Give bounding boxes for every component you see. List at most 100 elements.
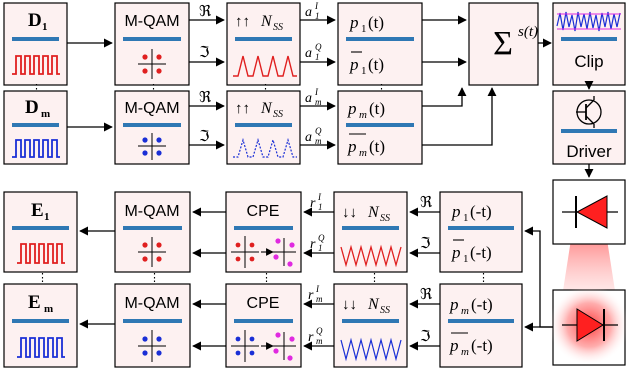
psm-bot-p: p xyxy=(347,137,357,156)
summer-sigma: Σ xyxy=(493,25,513,62)
rx-qam-m-constellation xyxy=(138,330,166,362)
a1-q-sup: Q xyxy=(315,42,322,52)
tx-qam-1-bar xyxy=(123,37,181,41)
photodiode-block xyxy=(549,285,628,366)
psm-top-arg: (t) xyxy=(369,99,385,118)
mf1-top-sub: 1 xyxy=(463,212,469,224)
sink-em-main: E xyxy=(28,292,41,313)
r1-q-base: r xyxy=(310,237,316,252)
clip-bar xyxy=(561,37,617,41)
downsampler-m-var: N xyxy=(367,296,380,313)
rx-qam-1-bar xyxy=(123,226,182,230)
downsampler-m-sub: SS xyxy=(380,305,390,316)
sink-em-sub: m xyxy=(44,303,53,315)
a1-i-sup: I xyxy=(314,1,319,11)
clip-block: Clip xyxy=(552,2,626,86)
cpe-m-constellation xyxy=(231,330,296,362)
rm-q-base: r xyxy=(308,330,314,345)
source-dm-main: D xyxy=(25,97,39,118)
psm-bot-sub: m xyxy=(359,147,367,159)
signal-label-st: s(t) xyxy=(518,24,538,40)
upsampler-m-var: N xyxy=(260,100,273,117)
rx-real-symbol-m: ℜ xyxy=(420,287,433,303)
a1-i-sub: 1 xyxy=(315,11,320,21)
upsampler-1-var: N xyxy=(260,13,273,30)
tx-qam-1-label: M-QAM xyxy=(124,13,179,30)
branch-label-r1-i: r I 1 xyxy=(310,192,323,212)
downsampler-1-arrows: ↓↓ xyxy=(342,204,357,221)
tx-qam-1-block: M-QAM xyxy=(114,2,190,86)
branch-label-rm-q: r Q m xyxy=(308,326,323,346)
upsampler-1-bar xyxy=(235,37,292,41)
tx-branch-1: D 1 M-QAM ℜ ℑ ↑↑ N SS xyxy=(3,1,467,86)
rx-qam-m-block: M-QAM xyxy=(114,283,191,368)
downsampler-1-block: ↓↓ N SS xyxy=(333,191,408,273)
downsampler-m-waveform xyxy=(340,337,402,362)
cpe-1-bar xyxy=(234,226,293,230)
psm-top-sub: m xyxy=(359,109,367,121)
driver-label: Driver xyxy=(566,142,612,161)
clip-waveform xyxy=(556,11,621,32)
ps1-top-sub: 1 xyxy=(361,23,367,35)
pulse-shaper-1-box xyxy=(337,2,423,86)
tx-qam-m-label: M-QAM xyxy=(124,100,179,117)
mf1-top-p: p xyxy=(451,202,461,221)
mfm-bot-sub: m xyxy=(461,346,469,358)
mfm-top-p: p xyxy=(449,295,459,314)
upsampler-1-waveform xyxy=(233,55,297,77)
downsampler-m-arrows: ↓↓ xyxy=(342,296,357,313)
ps1-top-arg: (t) xyxy=(368,13,384,32)
r1-q-sub: 1 xyxy=(318,243,323,253)
source-d1-block: D 1 xyxy=(3,2,68,86)
am-i-base: a xyxy=(305,91,312,106)
rx-qam-m-label: M-QAM xyxy=(124,295,179,312)
mf1-bar xyxy=(448,226,514,230)
branch-label-a1-q: a Q 1 xyxy=(305,42,322,62)
mf1-top-arg: (-t) xyxy=(470,202,492,221)
cpe-1-label: CPE xyxy=(247,203,280,220)
source-d1-main: D xyxy=(28,10,42,31)
downsampler-1-sub: SS xyxy=(380,213,390,224)
ellipsis-tx-src: ⋮ xyxy=(31,83,42,95)
driver-box xyxy=(552,90,626,165)
tx-real-symbol-1: ℜ xyxy=(199,4,212,20)
branch-label-a1-i: a I 1 xyxy=(305,1,320,21)
sink-e1-block: E 1 xyxy=(3,191,78,273)
ellipsis-rx-cpe: ⋮ xyxy=(261,272,272,284)
psm-bar xyxy=(346,123,414,127)
tx-real-symbol-m: ℜ xyxy=(199,90,212,106)
source-dm-bar xyxy=(12,123,59,127)
upsampler-m-bar xyxy=(235,123,292,127)
source-dm-waveform xyxy=(12,139,60,158)
ellipsis-rx-qam: ⋮ xyxy=(149,272,160,284)
am-i-sup: I xyxy=(314,87,319,97)
cpe-m-bar xyxy=(234,319,293,323)
source-d1-bar xyxy=(12,37,59,41)
tx-qam-m-constellation xyxy=(138,133,166,160)
upsampler-m-box xyxy=(226,90,301,165)
source-dm-block: D m xyxy=(3,90,68,165)
branch-label-r1-q: r Q 1 xyxy=(310,233,325,253)
rx-branch-m: p m (-t) p m (-t) ℜ ℑ ↓↓ N SS r I m xyxy=(3,283,523,368)
am-q-base: a xyxy=(305,130,312,145)
rm-i-sub: m xyxy=(316,294,323,304)
source-d1-sub: 1 xyxy=(42,21,48,33)
rx-imag-symbol-1: ℑ xyxy=(420,236,430,252)
mfm-bot-p: p xyxy=(449,336,459,355)
clip-label: Clip xyxy=(574,52,603,71)
ps1-bot-arg: (t) xyxy=(368,55,384,74)
tx-qam-m-block: M-QAM xyxy=(114,90,190,165)
ps1-bar xyxy=(346,37,414,41)
pulse-shaper-1-block: p 1 (t) p 1 (t) xyxy=(337,2,423,86)
sink-em-block: E m xyxy=(3,283,78,368)
summer-box xyxy=(468,2,539,86)
pulse-shaper-m-block: p m (t) p m (t) xyxy=(337,90,423,165)
rm-q-sub: m xyxy=(316,336,323,346)
tx-qam-1-constellation xyxy=(138,49,166,79)
branch-label-am-q: a Q m xyxy=(305,126,322,146)
rx-qam-1-block: M-QAM xyxy=(114,191,191,273)
downsampler-1-bar xyxy=(342,226,399,230)
ellipsis-rx-mf: ⋮ xyxy=(478,272,489,284)
